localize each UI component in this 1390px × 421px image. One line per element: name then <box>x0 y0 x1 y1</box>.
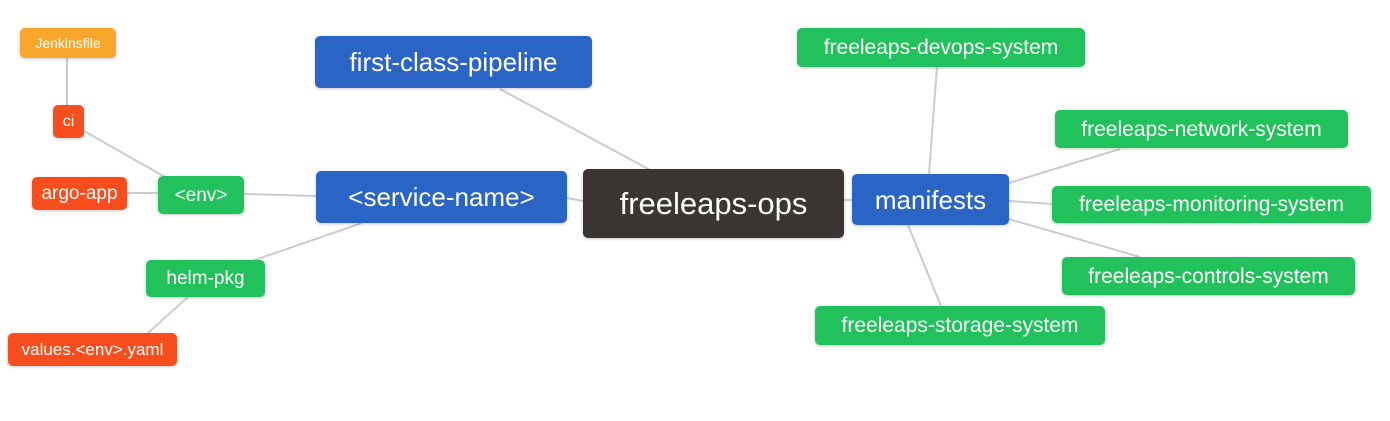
node-freeleaps-devops-system[interactable]: freeleaps-devops-system <box>797 28 1085 67</box>
node-label: ci <box>62 112 75 130</box>
node-jenkinsfile[interactable]: Jenkinsfile <box>20 28 116 58</box>
edge-env-service-name <box>243 193 317 197</box>
node-values-env-yaml[interactable]: values.<env>.yaml <box>8 333 177 366</box>
node-manifests[interactable]: manifests <box>852 174 1009 225</box>
edge-values-env-yaml-helm-pkg <box>147 296 189 334</box>
edge-manifests-freeleaps-storage-system <box>907 224 942 307</box>
edge-manifests-freeleaps-monitoring-system <box>1008 200 1053 205</box>
node-label: values.<env>.yaml <box>21 340 164 359</box>
node-label: freeleaps-network-system <box>1081 117 1322 141</box>
node-label: <service-name> <box>348 182 535 212</box>
edge-first-class-pipeline-freeleaps-ops <box>499 88 651 171</box>
edge-manifests-freeleaps-controls-system <box>1008 218 1141 258</box>
edge-service-name-helm-pkg <box>251 222 363 262</box>
node-label: helm-pkg <box>166 268 245 289</box>
node-label: argo-app <box>41 183 118 204</box>
node-label: freeleaps-storage-system <box>841 314 1079 337</box>
node-label: Jenkinsfile <box>35 35 101 51</box>
node-label: freeleaps-devops-system <box>823 36 1059 59</box>
edge-service-name-freeleaps-ops <box>566 197 584 202</box>
node-freeleaps-controls-system[interactable]: freeleaps-controls-system <box>1062 257 1355 295</box>
node-label: manifests <box>874 184 987 215</box>
node-label: freeleaps-controls-system <box>1088 264 1329 288</box>
node-freeleaps-network-system[interactable]: freeleaps-network-system <box>1055 110 1348 148</box>
edge-ci-env <box>83 130 166 178</box>
node-label: freeleaps-ops <box>619 186 808 221</box>
node-label: freeleaps-monitoring-system <box>1079 193 1344 216</box>
node-env[interactable]: <env> <box>158 176 244 214</box>
node-argo-app[interactable]: argo-app <box>32 177 127 210</box>
node-freeleaps-storage-system[interactable]: freeleaps-storage-system <box>815 306 1105 345</box>
node-label: first-class-pipeline <box>349 47 558 77</box>
edge-manifests-freeleaps-devops-system <box>928 66 938 175</box>
edge-manifests-freeleaps-network-system <box>1008 148 1121 184</box>
node-ci[interactable]: ci <box>53 105 84 138</box>
node-service-name[interactable]: <service-name> <box>316 171 567 223</box>
node-label: <env> <box>174 184 228 206</box>
node-first-class-pipeline[interactable]: first-class-pipeline <box>315 36 592 88</box>
node-freeleaps-ops[interactable]: freeleaps-ops <box>583 169 844 238</box>
node-freeleaps-monitoring-system[interactable]: freeleaps-monitoring-system <box>1052 186 1371 223</box>
node-helm-pkg[interactable]: helm-pkg <box>146 260 265 297</box>
